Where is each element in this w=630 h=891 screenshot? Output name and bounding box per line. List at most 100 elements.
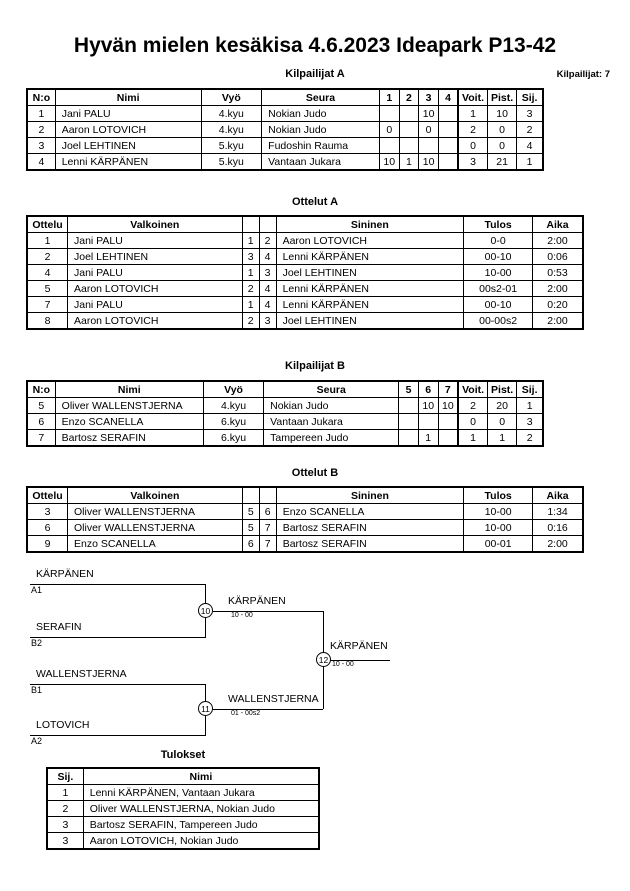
cell-wins: 2 <box>457 397 489 414</box>
cell-score-2 <box>398 137 420 154</box>
cell-score-2 <box>398 105 420 122</box>
col-points: Pist. <box>486 89 518 106</box>
bracket-line <box>330 660 390 661</box>
cell-points: 20 <box>487 397 518 414</box>
bracket-winner-match-10: KÄRPÄNEN <box>228 595 286 607</box>
cell-name: Joel LEHTINEN <box>54 137 202 154</box>
bracket-entrant-name-4: LOTOVICH <box>36 719 90 731</box>
cell-white-name: Jani PALU <box>66 264 243 281</box>
col-opponent-1: 1 <box>378 89 400 106</box>
cell-score-3: 10 <box>418 153 440 170</box>
cell-rank: 2 <box>516 121 543 138</box>
cell-match-number: 2 <box>27 248 68 265</box>
section-heading-matches-b: Ottelut B <box>291 467 339 479</box>
cell-match-number: 3 <box>27 503 68 520</box>
col-white-number <box>241 216 260 233</box>
cell-name: Bartosz SERAFIN <box>54 429 204 446</box>
bracket-entrant-seed-4: A2 <box>31 736 43 746</box>
cell-wins: 0 <box>457 413 489 430</box>
entry-count-label: Kilpailijat: 7 <box>556 69 610 80</box>
cell-white-number: 5 <box>241 503 260 520</box>
col-white: Valkoinen <box>66 216 243 233</box>
col-blue: Sininen <box>275 216 465 233</box>
cell-result: 00-00s2 <box>463 312 534 329</box>
cell-blue-number: 4 <box>258 296 277 313</box>
col-time: Aika <box>532 487 583 504</box>
cell-result: 0-0 <box>463 232 534 249</box>
cell-white-number: 6 <box>241 535 260 552</box>
bracket-match-11: 11 <box>198 701 213 716</box>
cell-white-name: Aaron LOTOVICH <box>66 312 243 329</box>
cell-score-3: 10 <box>418 105 440 122</box>
cell-points: 10 <box>486 105 518 122</box>
cell-white-name: Oliver WALLENSTJERNA <box>66 519 243 536</box>
cell-blue-name: Lenni KÄRPÄNEN <box>275 296 465 313</box>
col-name: Nimi <box>54 89 202 106</box>
col-white: Valkoinen <box>66 487 243 504</box>
cell-name: Aaron LOTOVICH <box>54 121 202 138</box>
cell-match-number: 6 <box>27 519 68 536</box>
table-header-row: N:o Nimi Vyö Seura 1 2 3 4 Voit. Pist. S… <box>27 89 543 106</box>
cell-name: Aaron LOTOVICH, Nokian Judo <box>82 832 320 849</box>
cell-club: Vantaan Jukara <box>261 153 380 170</box>
cell-belt: 5.kyu <box>200 137 263 154</box>
cell-match-number: 5 <box>27 280 68 297</box>
col-match: Ottelu <box>27 216 68 233</box>
bracket-entrant-name-2: SERAFIN <box>36 621 82 633</box>
cell-wins: 2 <box>456 121 489 138</box>
cell-rank: 1 <box>47 784 84 801</box>
cell-score-2 <box>398 121 420 138</box>
cell-score-4 <box>438 121 459 138</box>
bracket-score-final: 10 - 00 <box>332 661 354 668</box>
cell-belt: 4.kyu <box>200 105 263 122</box>
col-belt: Vyö <box>200 89 263 106</box>
col-name: Nimi <box>82 768 320 785</box>
cell-number: 4 <box>27 153 56 170</box>
section-heading-pool-a: Kilpailijat A <box>285 68 345 80</box>
cell-result: 00-10 <box>463 248 534 265</box>
cell-white-number: 1 <box>241 296 260 313</box>
cell-rank: 1 <box>516 153 543 170</box>
cell-number: 7 <box>27 429 56 446</box>
bracket-entrant-name-3: WALLENSTJERNA <box>36 668 127 680</box>
bracket-line <box>30 584 205 585</box>
cell-club: Fudoshin Rauma <box>261 137 380 154</box>
cell-wins: 1 <box>456 105 489 122</box>
cell-belt: 6.kyu <box>202 413 265 430</box>
col-opponent-5: 5 <box>398 381 419 398</box>
cell-points: 1 <box>487 429 518 446</box>
cell-score-3 <box>437 429 459 446</box>
cell-score-3: 0 <box>418 121 440 138</box>
cell-number: 2 <box>27 121 56 138</box>
cell-number: 6 <box>27 413 56 430</box>
section-heading-pool-b: Kilpailijat B <box>285 360 345 372</box>
cell-white-number: 3 <box>241 248 260 265</box>
bracket-line <box>30 637 205 638</box>
cell-white-name: Enzo SCANELLA <box>66 535 243 552</box>
cell-time: 2:00 <box>532 535 583 552</box>
cell-wins: 3 <box>456 153 489 170</box>
cell-score-4 <box>438 137 459 154</box>
cell-club: Nokian Judo <box>261 105 380 122</box>
cell-belt: 4.kyu <box>202 397 265 414</box>
cell-score-4 <box>438 153 459 170</box>
bracket-score-match-11: 01 - 00s2 <box>231 710 261 717</box>
cell-score-2 <box>417 413 439 430</box>
cell-blue-number: 2 <box>258 232 277 249</box>
